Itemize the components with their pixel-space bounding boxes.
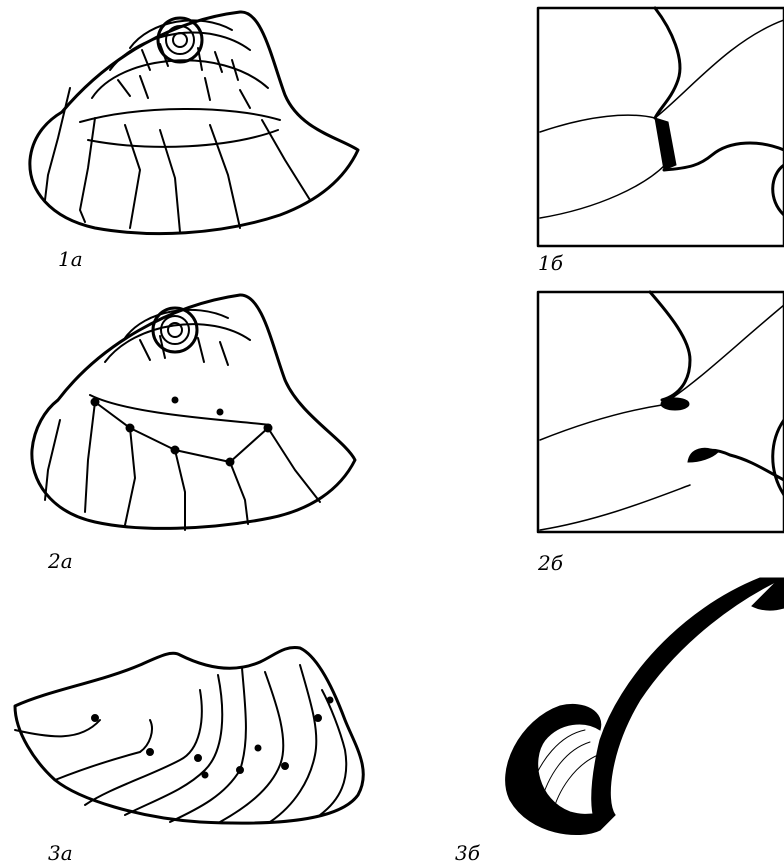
- label-1a: 1a: [58, 247, 83, 271]
- suture-detail-1b: [538, 8, 784, 246]
- shell-3a: [15, 647, 363, 823]
- shell-1a: [30, 12, 358, 234]
- label-2b: 2б: [537, 551, 564, 575]
- shell-2a: [32, 295, 355, 530]
- label-3a: 3a: [48, 841, 73, 865]
- label-2a: 2a: [47, 549, 73, 573]
- label-3b: 3б: [455, 841, 481, 865]
- label-1b: 1б: [538, 251, 564, 275]
- hook-detail-3b: [506, 578, 784, 835]
- suture-detail-2b: [538, 292, 784, 532]
